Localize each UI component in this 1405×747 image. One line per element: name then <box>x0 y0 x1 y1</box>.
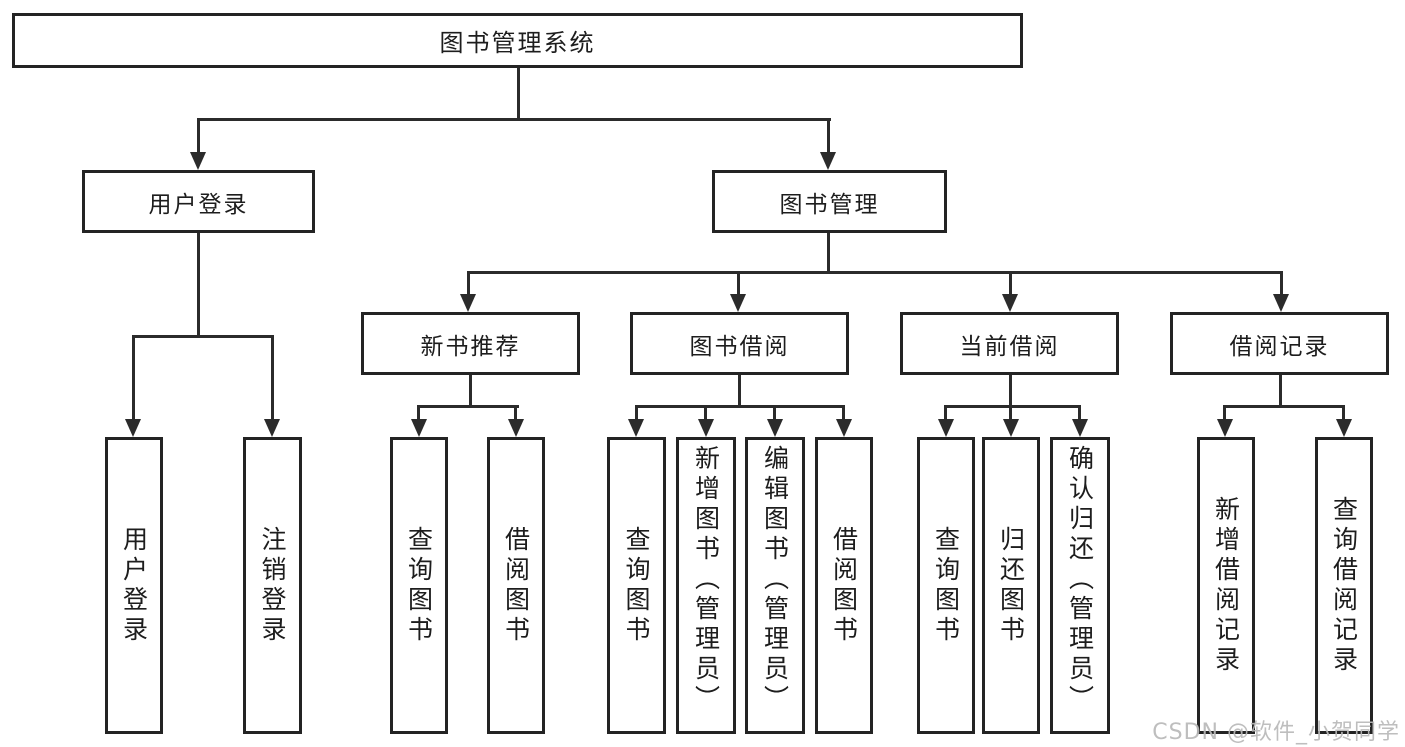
connector-leaf-stem <box>773 408 776 419</box>
leaf-add-book-admin-label: 新增图书（管理员） <box>691 445 721 715</box>
connector-module-stem <box>1280 274 1283 294</box>
leaf-borrow-book-recommend: 借阅图书 <box>487 437 545 734</box>
arrow-down-icon <box>730 294 746 312</box>
connector-leaf-stem <box>514 408 517 419</box>
arrow-down-icon <box>938 419 954 437</box>
connector-leaf-stem <box>271 338 274 419</box>
node-user-login-label: 用户登录 <box>148 191 249 218</box>
arrow-down-icon <box>1217 419 1233 437</box>
leaf-user-login: 用户登录 <box>105 437 163 734</box>
leaf-add-borrow-record-label: 新增借阅记录 <box>1211 495 1241 676</box>
arrow-down-icon <box>1003 419 1019 437</box>
connector-book-mgmt-down <box>827 233 830 271</box>
connector-leaf-stem <box>1078 408 1081 419</box>
node-borrow-record: 借阅记录 <box>1170 312 1389 375</box>
node-new-book-recommend: 新书推荐 <box>361 312 580 375</box>
connector-leaf-stem <box>417 408 420 419</box>
leaf-borrow-book-label: 借阅图书 <box>829 525 859 646</box>
node-book-management-label: 图书管理 <box>779 191 880 218</box>
leaf-query-book-recommend-label: 查询图书 <box>404 525 434 646</box>
connector-leaf-stem <box>635 408 638 419</box>
connector-leaf-stem <box>842 408 845 419</box>
csdn-watermark: CSDN @软件_小贺同学 <box>1152 720 1400 745</box>
leaf-borrow-book: 借阅图书 <box>815 437 873 734</box>
arrow-down-icon <box>698 419 714 437</box>
node-book-borrow: 图书借阅 <box>630 312 849 375</box>
connector-leaf-stem <box>132 338 135 419</box>
connector-leaf-stem <box>1342 408 1345 419</box>
connector-module-stem <box>467 274 470 294</box>
node-user-login: 用户登录 <box>82 170 315 233</box>
connector-leaf-stem <box>704 408 707 419</box>
node-root: 图书管理系统 <box>12 13 1023 68</box>
arrow-down-icon <box>125 419 141 437</box>
leaf-query-borrow-record: 查询借阅记录 <box>1315 437 1373 734</box>
leaf-logout-label: 注销登录 <box>258 525 287 646</box>
arrow-down-icon <box>628 419 644 437</box>
leaf-user-login-label: 用户登录 <box>119 525 149 646</box>
connector-leaf-rail <box>635 405 845 408</box>
connector-leaf-stem <box>1223 408 1226 419</box>
connector-module-stem <box>737 274 740 294</box>
connector-level2-rail <box>197 118 831 121</box>
connector-leaf-rail <box>417 405 519 408</box>
arrow-down-icon <box>411 419 427 437</box>
arrow-down-icon <box>820 152 836 170</box>
connector-module-down <box>1009 375 1012 405</box>
connector-module-stem <box>1009 274 1012 294</box>
connector-leaf-stem <box>944 408 947 419</box>
node-book-management: 图书管理 <box>712 170 947 233</box>
node-borrow-record-label: 借阅记录 <box>1229 333 1330 360</box>
node-book-borrow-label: 图书借阅 <box>689 333 790 360</box>
arrow-down-icon <box>1336 419 1352 437</box>
node-current-borrow: 当前借阅 <box>900 312 1119 375</box>
connector-module-down <box>469 375 472 405</box>
leaf-borrow-book-recommend-label: 借阅图书 <box>501 525 531 646</box>
leaf-logout: 注销登录 <box>243 437 302 734</box>
connector-leaf-stem <box>1009 408 1012 419</box>
connector-module-down <box>1279 375 1282 405</box>
arrow-down-icon <box>460 294 476 312</box>
leaf-add-book-admin: 新增图书（管理员） <box>676 437 736 734</box>
leaf-query-book-current-label: 查询图书 <box>931 525 961 646</box>
leaf-query-book-recommend: 查询图书 <box>390 437 448 734</box>
leaf-confirm-return-admin: 确认归还（管理员） <box>1050 437 1110 734</box>
node-new-book-recommend-label: 新书推荐 <box>420 333 521 360</box>
node-root-label: 图书管理系统 <box>439 29 596 57</box>
connector-level3-rail <box>467 271 1283 274</box>
arrow-down-icon <box>1273 294 1289 312</box>
connector-book-mgmt-stem <box>827 121 830 152</box>
connector-module-down <box>738 375 741 405</box>
arrow-down-icon <box>508 419 524 437</box>
arrow-down-icon <box>264 419 280 437</box>
leaf-query-borrow-record-label: 查询借阅记录 <box>1329 495 1359 676</box>
connector-user-login-rail <box>132 335 274 338</box>
connector-user-login-down <box>197 233 200 335</box>
arrow-down-icon <box>1072 419 1088 437</box>
leaf-confirm-return-admin-label: 确认归还（管理员） <box>1065 445 1095 715</box>
connector-leaf-rail <box>1223 405 1345 408</box>
connector-user-login-stem <box>197 121 200 152</box>
connector-leaf-rail <box>944 405 1081 408</box>
arrow-down-icon <box>1002 294 1018 312</box>
leaf-return-book-label: 归还图书 <box>996 525 1026 646</box>
node-current-borrow-label: 当前借阅 <box>959 333 1060 360</box>
leaf-query-book-current: 查询图书 <box>917 437 975 734</box>
leaf-edit-book-admin: 编辑图书（管理员） <box>745 437 805 734</box>
arrow-down-icon <box>190 152 206 170</box>
leaf-query-book-borrow: 查询图书 <box>607 437 666 734</box>
leaf-add-borrow-record: 新增借阅记录 <box>1197 437 1255 734</box>
leaf-query-book-borrow-label: 查询图书 <box>622 525 651 646</box>
connector-root-stem <box>517 68 520 118</box>
arrow-down-icon <box>836 419 852 437</box>
arrow-down-icon <box>767 419 783 437</box>
leaf-return-book: 归还图书 <box>982 437 1040 734</box>
leaf-edit-book-admin-label: 编辑图书（管理员） <box>760 445 790 715</box>
